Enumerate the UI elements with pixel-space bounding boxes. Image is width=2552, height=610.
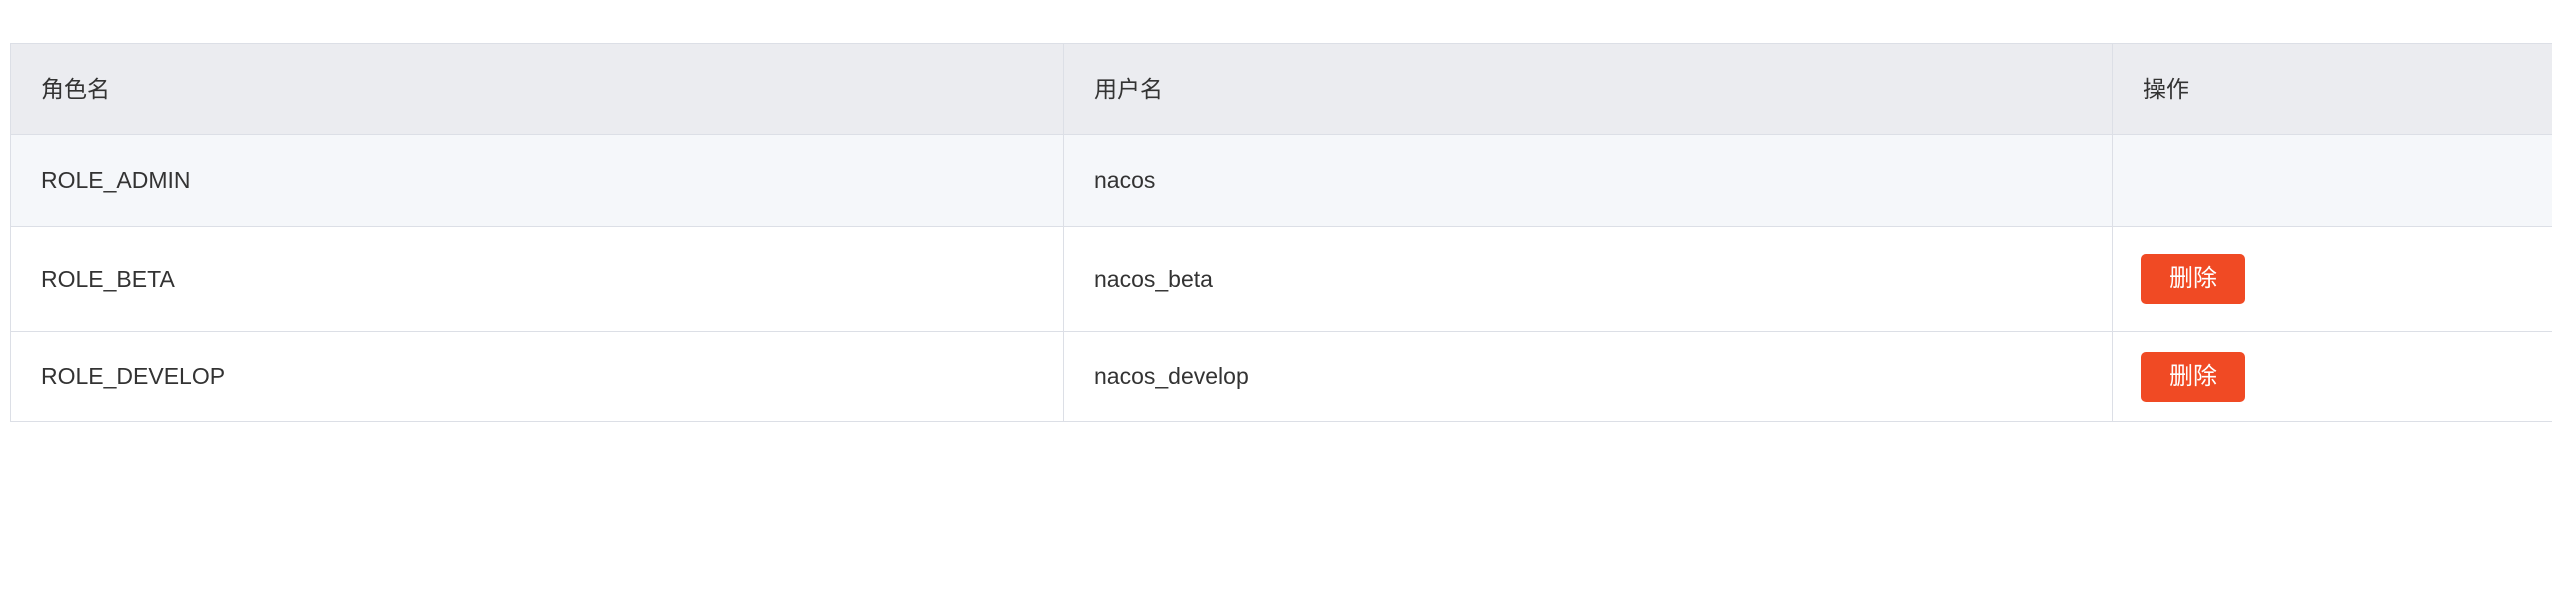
delete-button[interactable]: 删除 (2141, 351, 2245, 402)
cell-role-name: ROLE_BETA (10, 226, 1064, 332)
table-row[interactable]: ROLE_DEVELOP nacos_develop 删除 (10, 331, 2552, 422)
table-header-row: 角色名 用户名 操作 (10, 43, 2552, 135)
table-row[interactable]: ROLE_ADMIN nacos (10, 134, 2552, 227)
column-header-action: 操作 (2112, 43, 2552, 135)
cell-action (2112, 134, 2552, 227)
role-table-body: ROLE_ADMIN nacos ROLE_BETA nacos_beta 删除… (10, 134, 2552, 422)
column-header-role-name: 角色名 (10, 43, 1064, 135)
role-table: 角色名 用户名 操作 ROLE_ADMIN nacos ROLE_BETA na… (10, 43, 2552, 422)
cell-action: 删除 (2112, 226, 2552, 332)
cell-role-name: ROLE_ADMIN (10, 134, 1064, 227)
cell-username: nacos_develop (1063, 331, 2113, 422)
role-table-header: 角色名 用户名 操作 (10, 43, 2552, 135)
cell-role-name: ROLE_DEVELOP (10, 331, 1064, 422)
column-header-username: 用户名 (1063, 43, 2113, 135)
role-table-container: 角色名 用户名 操作 ROLE_ADMIN nacos ROLE_BETA na… (10, 43, 2552, 422)
cell-username: nacos_beta (1063, 226, 2113, 332)
cell-username: nacos (1063, 134, 2113, 227)
cell-action: 删除 (2112, 331, 2552, 422)
delete-button[interactable]: 删除 (2141, 254, 2245, 304)
table-row[interactable]: ROLE_BETA nacos_beta 删除 (10, 226, 2552, 332)
